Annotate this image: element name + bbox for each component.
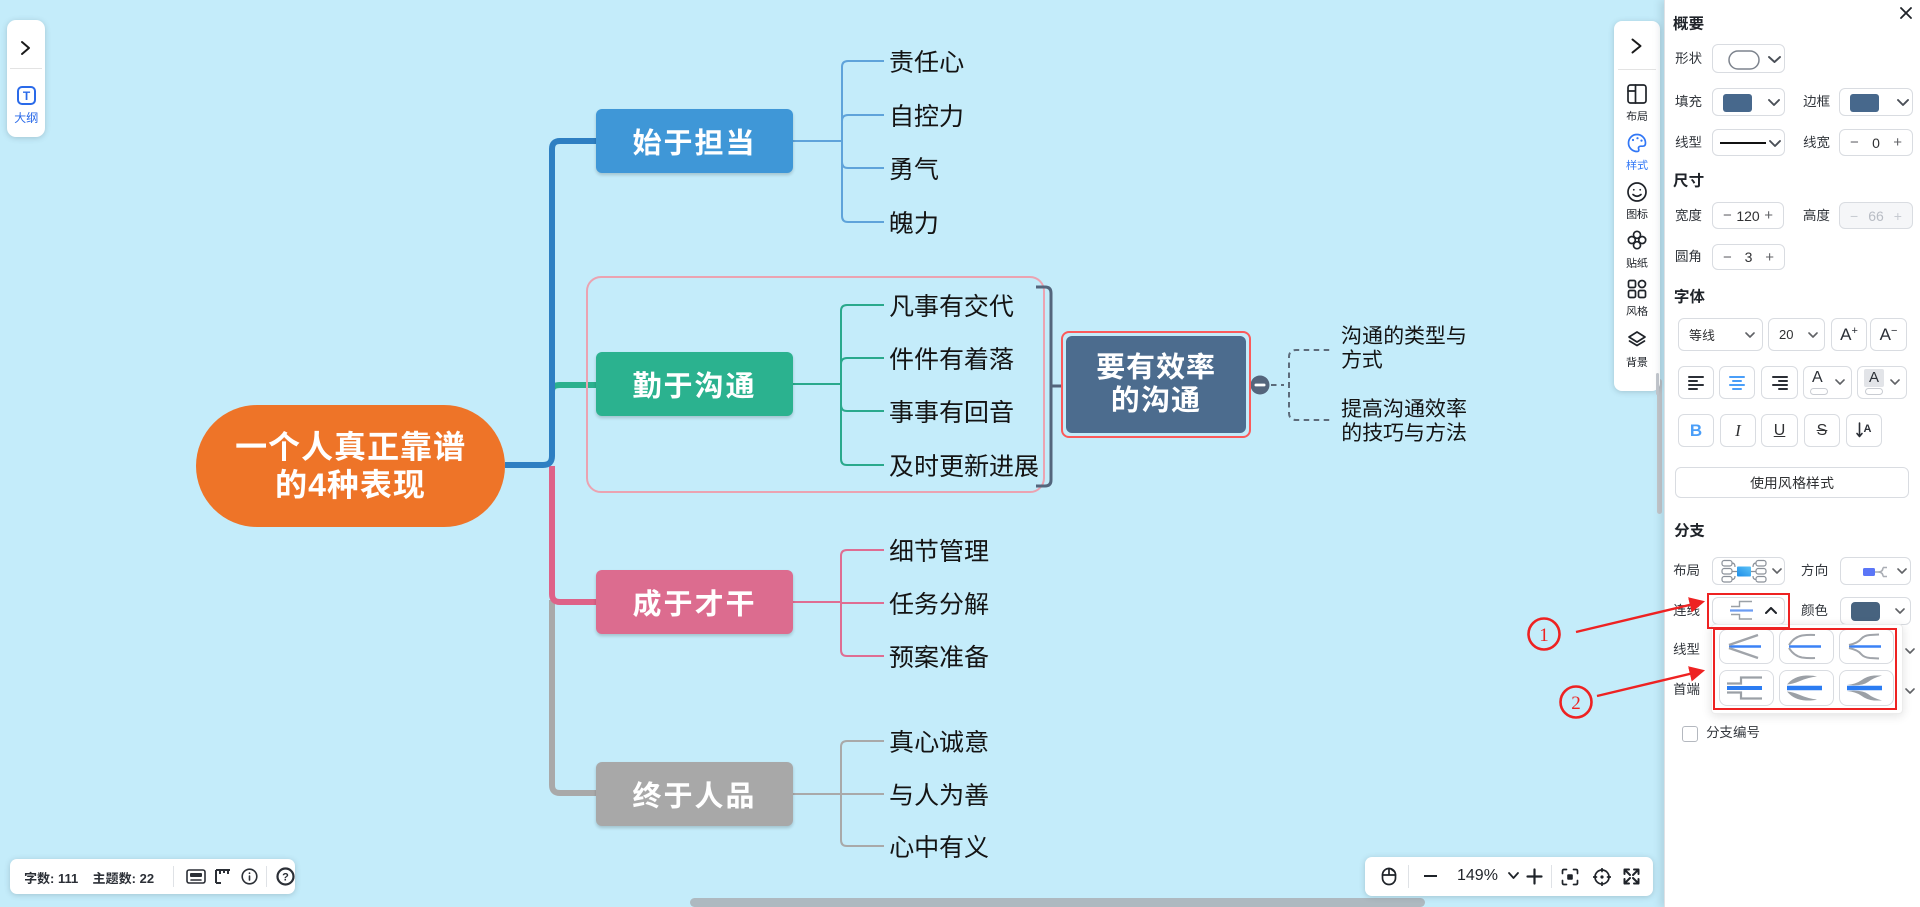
svg-text:?: ? <box>282 872 289 884</box>
svg-text:1: 1 <box>1539 625 1549 646</box>
svg-text:A: A <box>1864 423 1872 435</box>
svg-text:2: 2 <box>1571 693 1581 714</box>
